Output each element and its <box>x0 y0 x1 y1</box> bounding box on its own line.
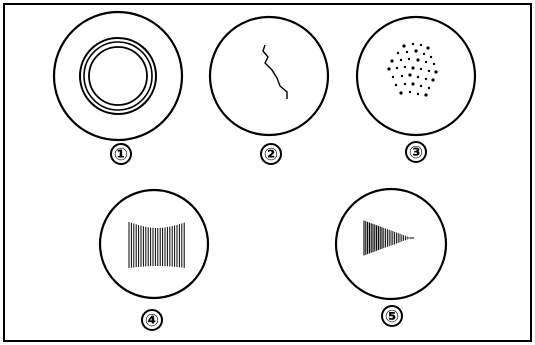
panel-2: ② <box>210 17 328 165</box>
panel-3-dot <box>431 78 434 81</box>
panel-3-dot <box>428 70 430 72</box>
panel-3-dot <box>402 44 405 47</box>
panel-4-lines <box>129 222 184 268</box>
panel-3-dot <box>396 67 398 69</box>
panel-3-dot <box>408 58 410 60</box>
panel-3-dot <box>411 82 414 85</box>
panel-3-dot <box>404 66 406 68</box>
panel-3-dot <box>426 46 429 49</box>
panel-3-dot <box>420 44 422 46</box>
panel-3-dot <box>420 85 422 87</box>
panel-3-dot <box>400 59 402 61</box>
panel-3-label: ③ <box>409 143 423 163</box>
panel-3: ③ <box>357 17 475 163</box>
panel-3-dot <box>390 59 393 62</box>
panel-5: ⑤ <box>336 189 446 327</box>
panel-5-wedge <box>364 221 414 256</box>
panel-3-dot <box>425 78 427 80</box>
panel-3-dot <box>392 76 394 78</box>
panel-2-label: ② <box>264 145 278 165</box>
panel-3-dot <box>433 63 435 65</box>
panel-3-dot <box>395 84 397 86</box>
panel-1-label: ① <box>114 145 128 165</box>
panel-1-ring-outer <box>80 38 156 114</box>
panel-3-dot <box>423 53 425 55</box>
panel-3-dot <box>404 83 406 85</box>
panel-3-dots <box>387 43 437 97</box>
panel-3-dot <box>417 76 419 78</box>
panel-3-dot <box>414 49 417 52</box>
panel-3-dot <box>401 75 403 77</box>
panel-3-dot <box>434 70 437 73</box>
panel-3-dot <box>409 91 411 93</box>
panel-3-dot <box>387 67 390 70</box>
panel-3-dot <box>425 61 427 63</box>
panel-3-dot <box>412 43 414 45</box>
panel-1: ① <box>54 12 182 165</box>
panel-4: ④ <box>100 190 208 331</box>
panel-2-wavy-line <box>263 45 287 99</box>
panel-3-dot <box>411 66 414 69</box>
panel-3-dot <box>399 91 402 94</box>
panel-1-ring-inner <box>89 47 147 105</box>
panel-3-dot <box>424 93 427 96</box>
panel-3-circle <box>357 17 475 135</box>
panel-4-label: ④ <box>145 311 159 331</box>
panel-1-circle <box>54 12 182 140</box>
panel-3-dot <box>408 73 411 76</box>
figure-border <box>4 4 531 341</box>
panel-3-dot <box>397 52 399 54</box>
panel-3-dot <box>417 93 419 95</box>
panel-3-dot <box>406 51 408 53</box>
panel-3-dot <box>428 87 430 89</box>
panel-4-circle <box>100 190 208 298</box>
panel-3-dot <box>420 68 422 70</box>
panel-5-label: ⑤ <box>385 307 399 327</box>
panel-3-dot <box>416 58 419 61</box>
panel-3-dot <box>430 56 432 58</box>
panel-1-ring-mid <box>84 42 152 110</box>
panel-2-circle <box>210 17 328 135</box>
